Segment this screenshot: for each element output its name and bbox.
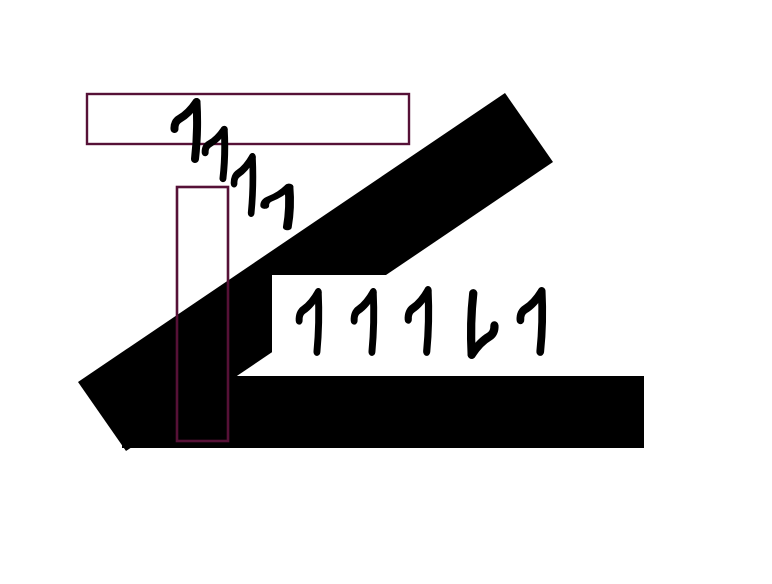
row-digit-2: [350, 288, 378, 356]
row-digit-2-flag: [350, 288, 377, 325]
row-digit-4: [467, 289, 499, 359]
row-digit-5-flag: [516, 287, 546, 325]
cascade-digit-2: [201, 125, 229, 183]
row-digit-3: [404, 286, 433, 356]
row-digit-3-stem: [423, 286, 433, 356]
cascade-digit-2-flag: [201, 125, 228, 157]
cascade-digit-3-stem: [247, 153, 257, 217]
cascade-digit-1-stem: [191, 98, 201, 163]
row-digit-5-stem: [536, 287, 547, 356]
diagonal-band: [78, 93, 553, 451]
cascade-digit-2-stem: [219, 125, 229, 183]
bottom-bar: [122, 376, 644, 448]
row-digit-1-flag: [295, 288, 322, 325]
cascade-digit-1-flag: [170, 98, 201, 134]
cascade-digit-1: [170, 98, 201, 163]
cascade-digit-4: [260, 183, 294, 231]
row-digit-1-stem: [313, 288, 323, 356]
row-digit-3-flag: [404, 286, 432, 324]
outline-rect-vertical: [175, 185, 230, 443]
cascade-digit-4-stem: [282, 183, 294, 231]
white-notch: [272, 275, 644, 376]
row-digit-5: [516, 287, 547, 356]
outline-rect-horizontal: [85, 92, 411, 146]
row-digit-1: [295, 288, 323, 356]
row-digit-4-flag: [467, 321, 499, 359]
cascade-digit-3-flag: [230, 153, 256, 188]
row-digit-4-stem: [467, 289, 478, 359]
cascade-digit-3: [230, 153, 257, 217]
row-digit-2-stem: [368, 288, 378, 356]
cascade-digit-4-flag: [260, 183, 294, 209]
